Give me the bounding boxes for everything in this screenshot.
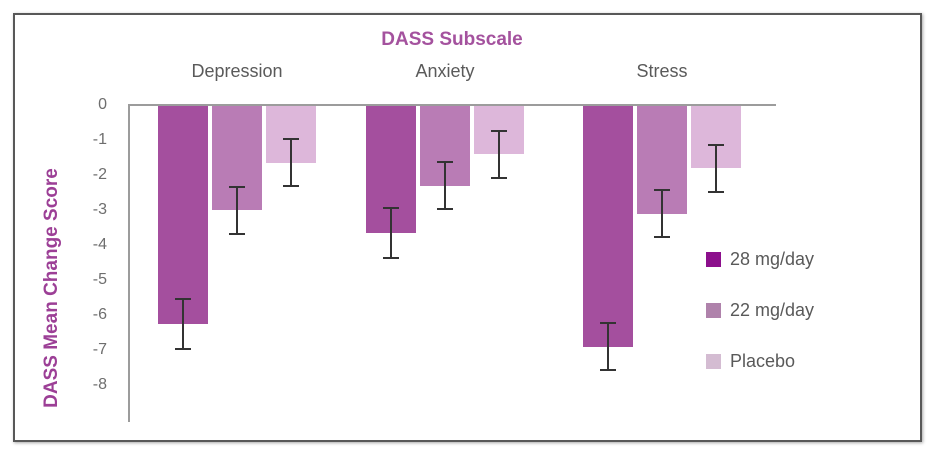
error-bar-cap-top (437, 161, 453, 163)
error-bar-cap-bottom (229, 232, 245, 235)
error-bar-line (444, 161, 446, 210)
legend-item: 22 mg/day (706, 300, 814, 321)
category-label: Depression (191, 61, 283, 81)
error-bar-cap-top (283, 138, 299, 141)
category-label: Anxiety (415, 61, 475, 81)
error-bar-cap-bottom (283, 185, 299, 188)
error-bar-line (498, 129, 500, 179)
error-bar-cap-bottom (491, 176, 507, 179)
y-tick-label: -5 (92, 271, 107, 288)
legend-swatch-icon (706, 303, 721, 318)
error-bar-cap-top (600, 322, 616, 324)
error-bar-cap-top (383, 206, 399, 209)
y-tick-label: -8 (92, 376, 107, 393)
error-bar-cap-bottom (437, 208, 453, 210)
y-tick-label: -6 (92, 306, 107, 323)
legend-swatch-icon (706, 354, 721, 369)
error-bar-cap-top (229, 185, 245, 188)
error-bar-cap-top (491, 129, 507, 132)
category-label: Stress (636, 61, 688, 81)
error-bar-line (290, 138, 292, 188)
error-bar-cap-bottom (175, 348, 191, 350)
error-bar-line (715, 143, 717, 193)
legend-label: 22 mg/day (730, 300, 815, 320)
y-tick-label: -7 (92, 341, 107, 358)
bar-28-mg-day-stress (583, 105, 633, 347)
legend-swatch-icon (706, 252, 721, 267)
error-bar-cap-bottom (383, 257, 399, 259)
error-bar-cap-top (708, 143, 724, 146)
error-bar-cap-bottom (708, 190, 724, 193)
y-tick-label: -1 (92, 131, 107, 148)
legend-label: Placebo (730, 351, 796, 371)
error-bar-line (661, 189, 663, 238)
error-bar-cap-bottom (654, 236, 670, 238)
y-axis-line (128, 104, 130, 422)
y-tick-label: -3 (92, 201, 107, 218)
y-tick-label: -2 (92, 166, 107, 183)
x-axis-zero-line (129, 104, 776, 106)
bar-28-mg-day-depression (158, 105, 208, 324)
legend-item: Placebo (706, 351, 814, 372)
legend-label: 28 mg/day (730, 249, 815, 269)
y-tick-label: -4 (92, 236, 107, 253)
y-tick-label: 0 (98, 96, 107, 113)
error-bar-cap-top (175, 297, 191, 300)
legend-item: 28 mg/day (706, 249, 814, 270)
error-bar-cap-bottom (600, 369, 616, 371)
error-bar-line (607, 322, 609, 371)
error-bar-line (236, 185, 238, 235)
error-bar-line (390, 206, 392, 259)
chart-title: DASS Subscale (381, 29, 523, 50)
error-bar-cap-top (654, 189, 670, 191)
error-bar-line (182, 297, 184, 350)
